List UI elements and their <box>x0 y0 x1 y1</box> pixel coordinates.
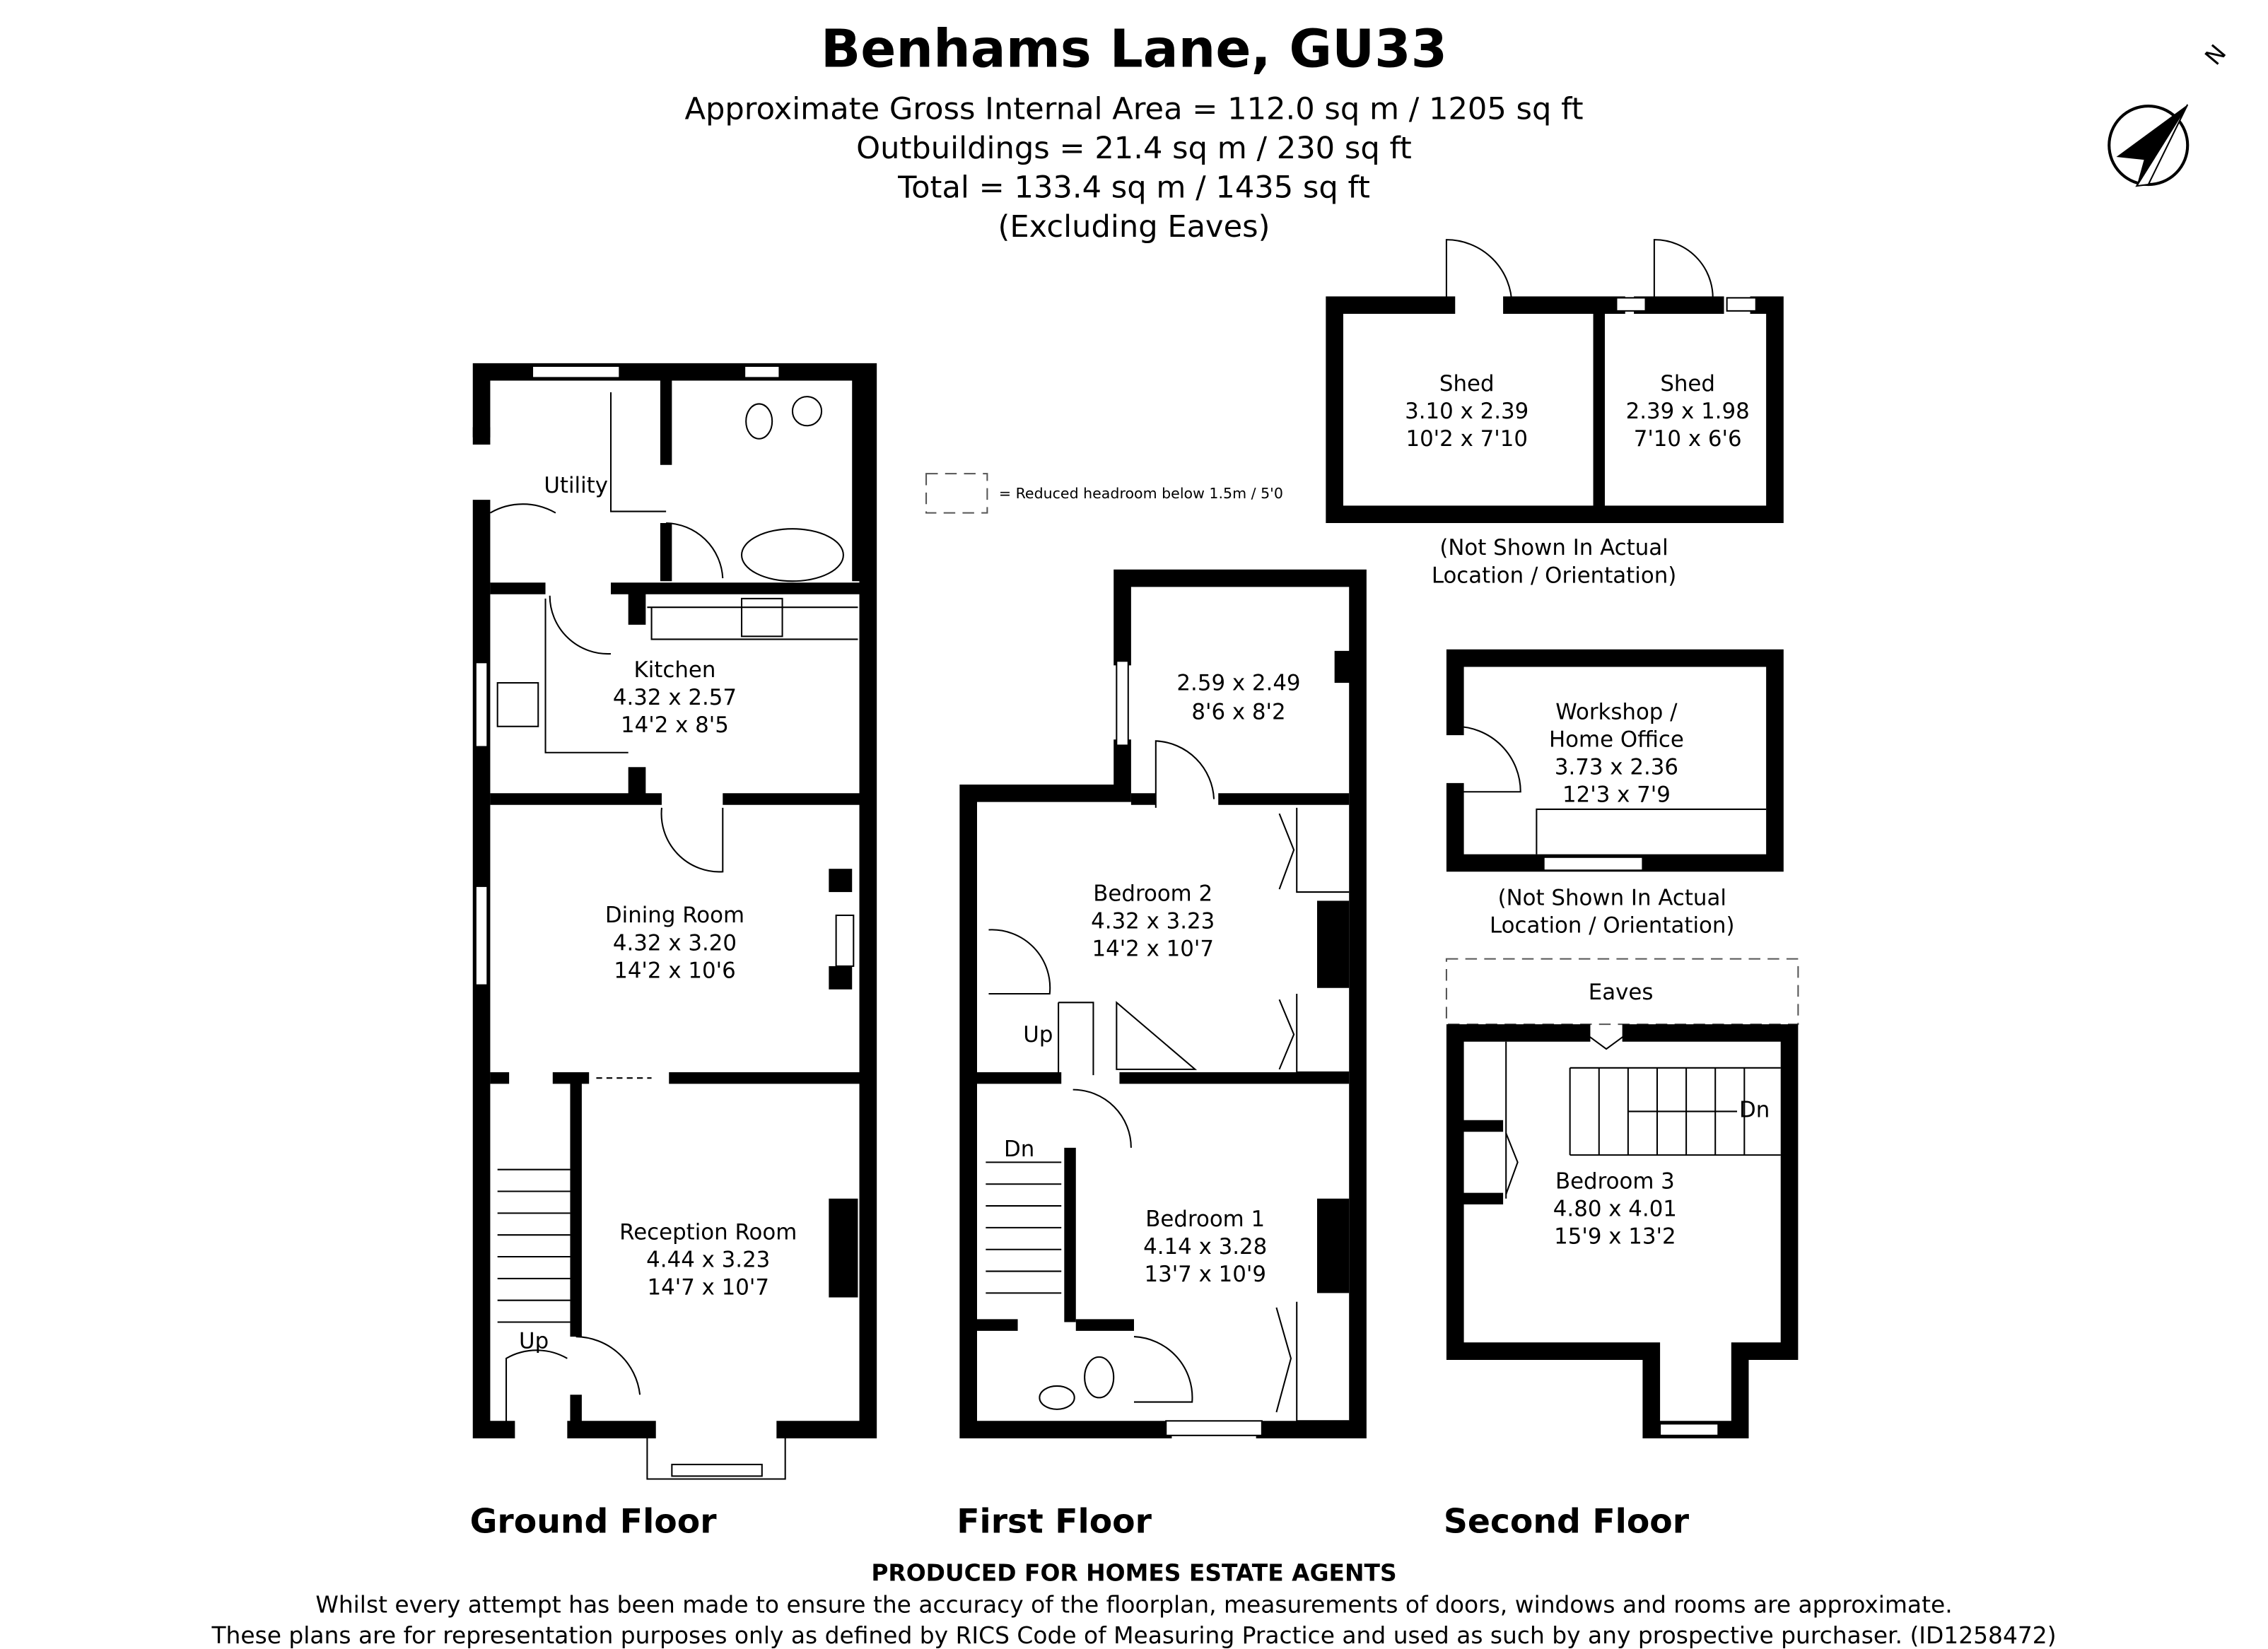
bedroom2-imperial: 14'2 x 10'7 <box>1092 937 1213 962</box>
stairs-up-label: Up <box>1023 1022 1053 1048</box>
dining-name: Dining Room <box>605 903 744 928</box>
window <box>531 365 621 379</box>
workshop-imperial: 12'3 x 7'9 <box>1562 782 1671 808</box>
north-arrow-icon: N <box>2108 39 2232 187</box>
bedroom2-name: Bedroom 2 <box>1093 881 1212 906</box>
ground-floor-plan: Utility Kitchen 4.32 x 2.57 14'2 x 8'5 D… <box>472 363 877 1480</box>
room-imperial: 8'6 x 8'2 <box>1191 699 1285 724</box>
reception-name: Reception Room <box>619 1219 797 1245</box>
workshop-name: Workshop / <box>1555 699 1678 724</box>
shed1-imperial: 10'2 x 7'10 <box>1405 426 1527 452</box>
dining-metric: 4.32 x 3.20 <box>613 930 737 956</box>
workshop-note: (Not Shown In Actual <box>1498 886 1726 911</box>
stairs-down-label: Dn <box>1004 1137 1034 1162</box>
bedroom2-metric: 4.32 x 3.23 <box>1091 908 1215 934</box>
shed2-name: Shed <box>1660 371 1715 397</box>
area-line: Approximate Gross Internal Area = 112.0 … <box>684 92 1583 127</box>
sheds-plan: Shed 3.10 x 2.39 10'2 x 7'10 Shed 2.39 x… <box>1326 239 1784 523</box>
ground-floor-label: Ground Floor <box>470 1503 718 1542</box>
shed1-name: Shed <box>1439 371 1495 397</box>
eaves-label: Eaves <box>1589 980 1654 1005</box>
utility-label: Utility <box>544 473 608 498</box>
bedroom1-imperial: 13'7 x 10'9 <box>1144 1262 1265 1287</box>
north-label: N <box>2199 39 2232 70</box>
workshop-plan: Workshop / Home Office 3.73 x 2.36 12'3 … <box>1446 649 1784 872</box>
workshop-note: Location / Orientation) <box>1490 913 1734 939</box>
page-title: Benhams Lane, GU33 <box>821 19 1447 80</box>
disclaimer-line-1: Whilst every attempt has been made to en… <box>315 1591 1952 1619</box>
dining-imperial: 14'2 x 10'6 <box>614 958 735 983</box>
second-floor-plan: Eaves Dn Bedroom 3 4.80 x 4.01 15'9 x 13… <box>1445 958 1799 1438</box>
sheds-note: Location / Orientation) <box>1432 563 1676 588</box>
workshop-metric: 3.73 x 2.36 <box>1555 755 1678 780</box>
bedroom3-imperial: 15'9 x 13'2 <box>1554 1224 1676 1250</box>
workshop-name-2: Home Office <box>1549 727 1684 753</box>
reception-imperial: 14'7 x 10'7 <box>647 1274 768 1300</box>
outbuildings-line: Outbuildings = 21.4 sq m / 230 sq ft <box>856 131 1412 166</box>
bedroom3-metric: 4.80 x 4.01 <box>1553 1196 1677 1221</box>
total-line: Total = 133.4 sq m / 1435 sq ft <box>897 170 1370 206</box>
shed1-metric: 3.10 x 2.39 <box>1405 399 1528 424</box>
shed2-imperial: 7'10 x 6'6 <box>1634 426 1742 452</box>
kitchen-imperial: 14'2 x 8'5 <box>621 712 729 738</box>
bedroom1-metric: 4.14 x 3.28 <box>1143 1234 1267 1260</box>
first-floor-label: First Floor <box>957 1503 1152 1542</box>
shed2-metric: 2.39 x 1.98 <box>1626 399 1750 424</box>
disclaimer-line-2: These plans are for representation purpo… <box>211 1621 2056 1649</box>
kitchen-metric: 4.32 x 2.57 <box>613 685 737 710</box>
produced-by: PRODUCED FOR HOMES ESTATE AGENTS <box>871 1559 1396 1586</box>
second-floor-label: Second Floor <box>1444 1503 1690 1542</box>
first-floor-plan: 2.59 x 2.49 8'6 x 8'2 Bedroom 2 4.32 x 3… <box>959 569 1367 1438</box>
eaves-note: (Excluding Eaves) <box>998 209 1270 245</box>
bedroom3-name: Bedroom 3 <box>1555 1168 1675 1194</box>
legend-text: = Reduced headroom below 1.5m / 5'0 <box>999 485 1283 502</box>
stairs-up-label: Up <box>519 1329 549 1354</box>
sheds-note: (Not Shown In Actual <box>1439 535 1668 561</box>
room-metric: 2.59 x 2.49 <box>1176 670 1300 696</box>
reduced-headroom-swatch <box>925 473 988 514</box>
reception-metric: 4.44 x 3.23 <box>646 1247 770 1272</box>
kitchen-name: Kitchen <box>634 657 716 683</box>
bedroom1-name: Bedroom 1 <box>1145 1207 1265 1232</box>
stairs-down-label: Dn <box>1739 1098 1770 1123</box>
